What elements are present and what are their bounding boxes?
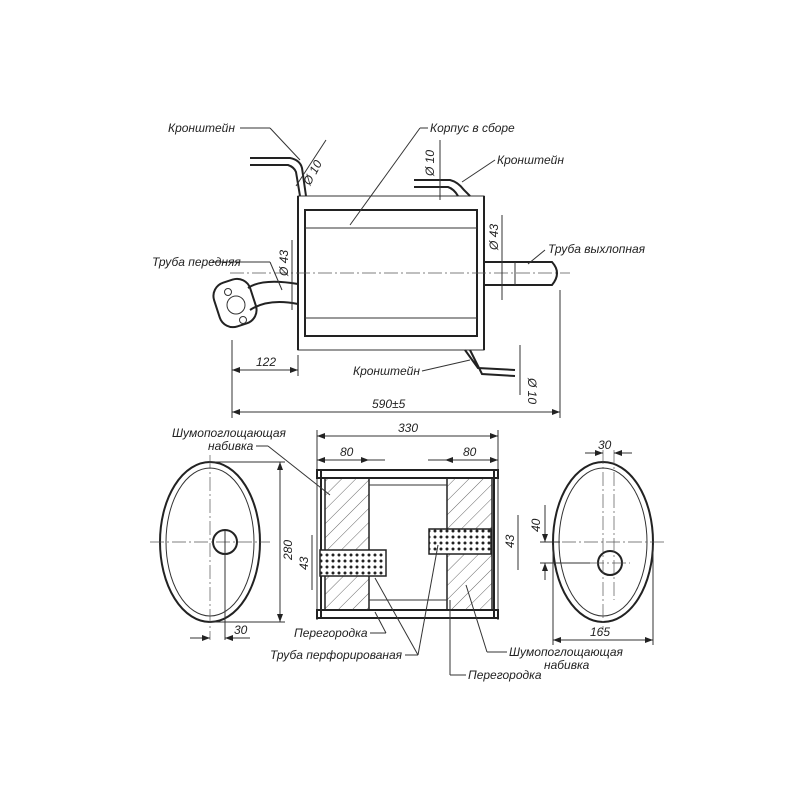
dim-40: 40 — [529, 518, 543, 532]
label-bracket-right-top: Кронштейн — [497, 153, 564, 167]
label-bracket-bottom: Кронштейн — [353, 364, 420, 378]
label-baffle-right: Перегородка — [468, 668, 542, 682]
dim-dia-exhaust-pipe: Ø 43 — [487, 224, 501, 251]
dim-dia-bracket-left: Ø 10 — [300, 158, 325, 189]
dim-43-right: 43 — [503, 534, 517, 548]
perforated-pipe-right — [428, 528, 492, 555]
bracket-right-top — [414, 179, 471, 197]
front-pipe — [212, 277, 299, 329]
exhaust-pipe — [484, 261, 558, 286]
label-body-assembly: Корпус в сборе — [430, 121, 515, 135]
dim-80-right: 80 — [463, 445, 477, 459]
dim-280: 280 — [281, 540, 295, 561]
dim-dia-bracket-bottom: Ø 10 — [525, 377, 539, 404]
dim-dia-bracket-right: Ø 10 — [423, 150, 437, 177]
label-exhaust-pipe: Труба выхлопная — [548, 242, 646, 256]
dim-122: 122 — [256, 355, 276, 369]
dim-590: 590±5 — [372, 397, 406, 411]
label-packing-top-line2: набивка — [208, 439, 254, 453]
label-baffle-left: Перегородка — [294, 626, 368, 640]
left-end-view: 280 30 — [150, 455, 295, 641]
dim-30-left: 30 — [234, 623, 248, 637]
label-perforated-pipe: Труба перфорированая — [270, 648, 403, 662]
label-front-pipe: Труба передняя — [152, 255, 241, 269]
dim-165: 165 — [590, 625, 610, 639]
dim-330: 330 — [398, 421, 418, 435]
top-view: Кронштейн Ø 10 Корпус в сборе Ø 10 Кронш… — [152, 121, 646, 418]
dim-43-left: 43 — [297, 556, 311, 570]
dim-80-left: 80 — [340, 445, 354, 459]
bracket-left — [250, 157, 307, 197]
section-view: 330 80 80 43 43 Шумопоглощающая набивка … — [172, 421, 624, 682]
label-packing-bottom-line1: Шумопоглощающая — [509, 645, 624, 659]
label-packing-top-line1: Шумопоглощающая — [172, 426, 287, 440]
perforated-pipe-left — [319, 549, 387, 577]
packing-left — [324, 477, 370, 611]
dim-dia-front-pipe: Ø 43 — [277, 250, 291, 277]
dim-30-right: 30 — [598, 438, 612, 452]
bracket-bottom — [464, 349, 516, 377]
right-end-view: 30 40 165 — [529, 438, 665, 645]
muffler-body — [230, 195, 570, 351]
label-packing-bottom-line2: набивка — [544, 658, 590, 672]
label-bracket-left: Кронштейн — [168, 121, 235, 135]
